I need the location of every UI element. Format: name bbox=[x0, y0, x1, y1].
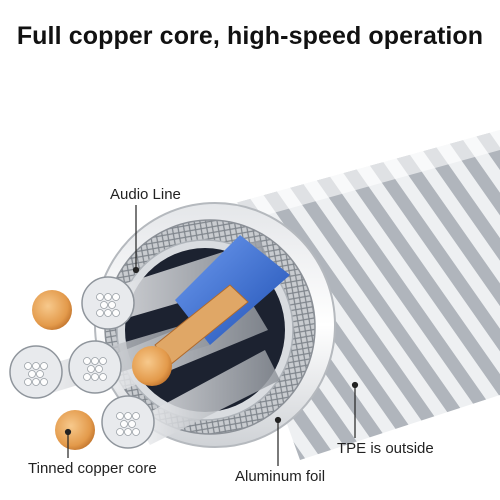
stranded-wire-end bbox=[9, 345, 63, 399]
callout-audio-line: Audio Line bbox=[110, 186, 181, 203]
copper-core-end bbox=[32, 290, 72, 330]
copper-core-end bbox=[55, 410, 95, 450]
callout-leader-lines bbox=[64, 205, 359, 466]
callout-tpe-outside: TPE is outside bbox=[337, 440, 434, 457]
callout-aluminum-foil: Aluminum foil bbox=[235, 468, 326, 485]
headline: Full copper core, high-speed operation bbox=[16, 22, 484, 50]
stranded-wire-end bbox=[101, 395, 155, 449]
copper-core-end bbox=[132, 346, 172, 386]
stranded-wire-end bbox=[81, 276, 135, 330]
stranded-wire-end bbox=[68, 340, 122, 394]
callout-tinned-copper-core: Tinned copper core bbox=[28, 460, 157, 477]
